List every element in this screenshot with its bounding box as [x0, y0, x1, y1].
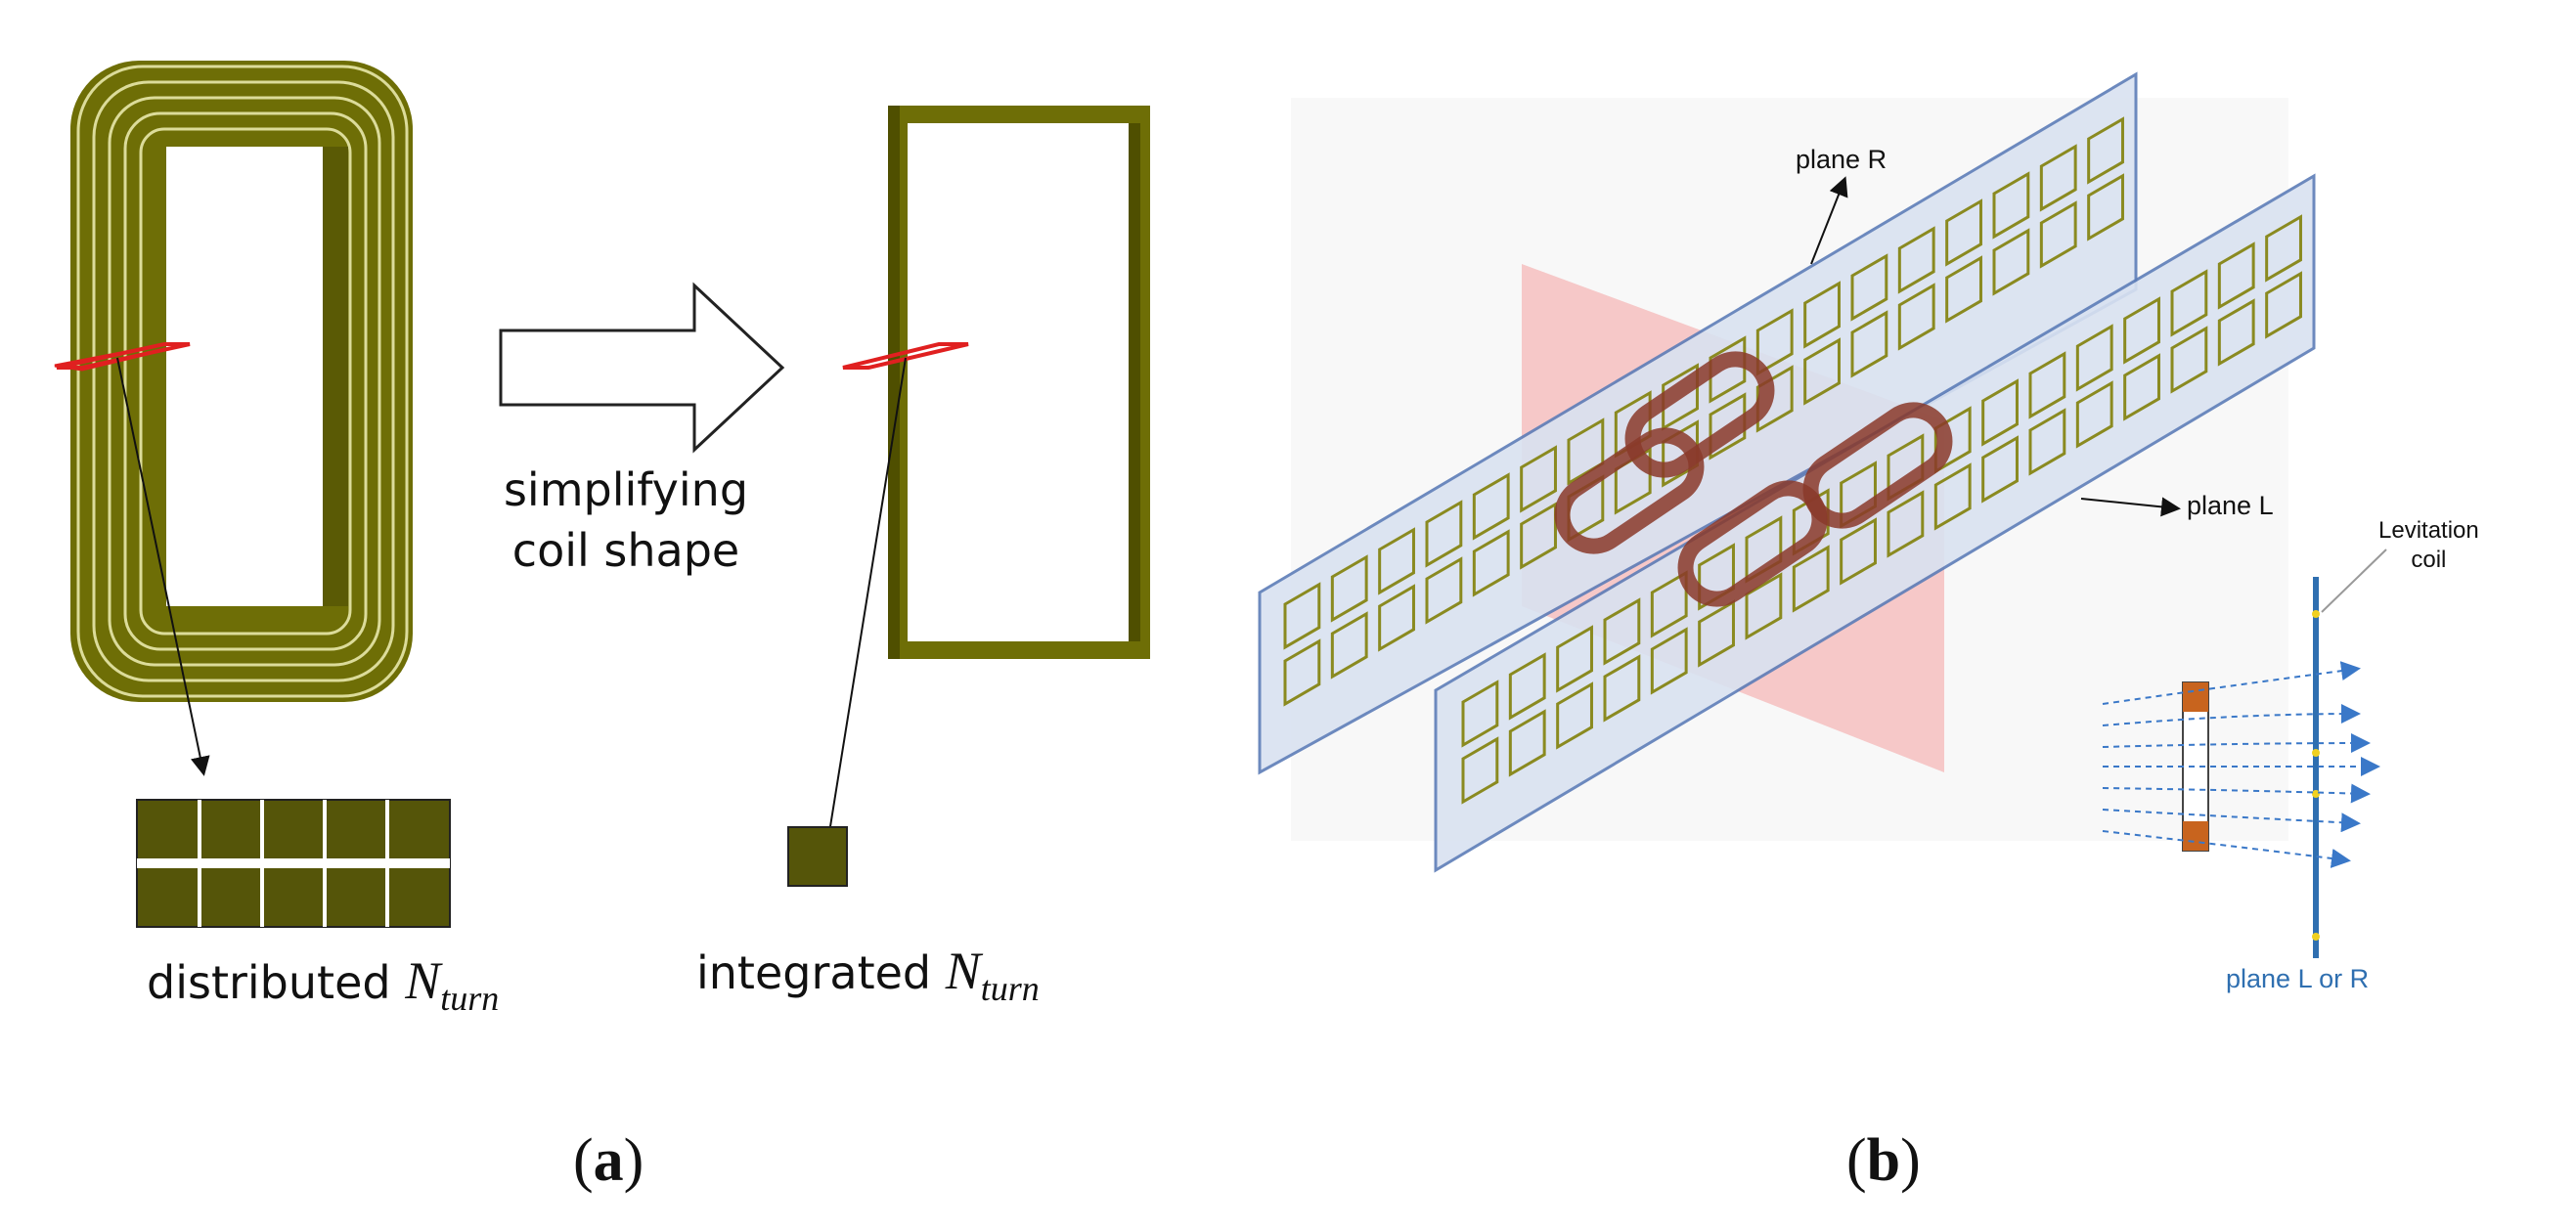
levitation-label-line1: Levitation [2378, 517, 2479, 544]
coil-slot [1508, 652, 1546, 721]
coil-slot [1792, 545, 1830, 613]
coil-slot [2028, 351, 2066, 419]
leader-line-a2 [820, 357, 907, 849]
coil-slot [1945, 198, 1982, 267]
coil-slot [1650, 570, 1688, 638]
levitation-label-line2: coil [2411, 547, 2447, 573]
coil-slot [1556, 625, 1593, 693]
coil-slot [1330, 611, 1368, 680]
plane-r-label: plane R [1796, 145, 1888, 174]
coil-slot [1803, 337, 1841, 406]
levitation-coil-label: Levitation coil [2378, 516, 2479, 575]
n-subscript-b: turn [980, 969, 1040, 1008]
coil-slot [1461, 680, 1499, 748]
coil-slot [1283, 582, 1321, 650]
coil-slot [2087, 116, 2124, 185]
coil-slot [1992, 171, 2030, 240]
arrow-caption-line2: coil shape [511, 524, 740, 577]
coil-slot [1981, 378, 2019, 447]
panel-letter-b: (b) [1846, 1127, 1921, 1194]
integrated-coil [888, 106, 1150, 659]
coil-slot [1520, 445, 1557, 513]
coil-slot [2265, 214, 2302, 283]
coil-slot [2217, 241, 2255, 310]
integrated-section-square [787, 826, 848, 887]
plane-l-leader [2080, 497, 2181, 517]
arrow-caption-line1: simplifying [503, 463, 749, 516]
coil-slot [1603, 654, 1641, 723]
coil-slot [2170, 269, 2208, 337]
coil-slot [2087, 173, 2124, 241]
label-integrated: integrated Nturn [696, 941, 1040, 1009]
coil-slot [1850, 310, 1888, 378]
coil-slot [1603, 597, 1641, 666]
coil-slot [2217, 298, 2255, 367]
plane-r-leader [1810, 176, 1848, 265]
coil-slot [1709, 335, 1747, 404]
coil-slot [1981, 435, 2019, 504]
levitation-inset [2102, 549, 2387, 958]
coil-slot [1472, 529, 1510, 597]
coil-slot [1378, 527, 1415, 595]
coil-slot [1897, 283, 1935, 351]
coil-slot [1461, 736, 1499, 805]
plane-l-or-r-label: plane L or R [2226, 964, 2370, 993]
leader-line-a1 [116, 357, 210, 776]
coil-slot [1803, 281, 1841, 349]
section-cut-a1b [54, 342, 189, 372]
coil-slot [2265, 271, 2302, 339]
coil-slot [1650, 627, 1688, 695]
coil-slot [2170, 326, 2208, 394]
coil-slot [2123, 353, 2160, 421]
arrow-right-icon [499, 282, 785, 454]
coil-slot [1897, 226, 1935, 294]
coil-slot [1330, 554, 1368, 623]
coil-slot [1992, 228, 2030, 296]
coil-slot [1933, 462, 1972, 531]
label-distributed-text: distributed [147, 956, 391, 1009]
coil-slot [1945, 255, 1982, 324]
coil-slot [1850, 253, 1888, 322]
coil-slot [2123, 296, 2160, 365]
coil-slot [1662, 363, 1699, 431]
label-integrated-text: integrated [696, 946, 932, 999]
distributed-section-grid [136, 799, 451, 928]
coil-slot [1425, 500, 1463, 568]
coil-slot [1840, 517, 1877, 586]
panel-letter-b-text: b [1866, 1127, 1901, 1194]
coil-slot [1378, 584, 1415, 652]
coil-slot [1556, 681, 1593, 750]
label-distributed: distributed Nturn [147, 950, 499, 1019]
n-symbol-b: N [945, 942, 981, 1000]
section-cut-a2 [842, 342, 969, 370]
coil-slot [1425, 556, 1463, 625]
coil-slot [2075, 380, 2113, 449]
coil-slot [1887, 490, 1925, 558]
coil-slot [1520, 502, 1557, 570]
magnet-icon [1554, 351, 1953, 607]
coil-slot [2028, 408, 2066, 476]
arrow-caption: simplifying coil shape [499, 460, 753, 581]
panel-letter-a: (a) [573, 1127, 644, 1194]
coil-slot [1745, 572, 1783, 640]
coil-slot [1472, 472, 1510, 541]
coil-slot [2039, 144, 2077, 212]
n-subscript-a: turn [440, 979, 500, 1018]
coil-slot [1698, 599, 1735, 668]
plane-l-label: plane L [2187, 491, 2274, 520]
coil-slot [1508, 709, 1546, 777]
coil-slot [2075, 324, 2113, 392]
panel-letter-a-text: a [593, 1127, 624, 1194]
coil-slot [1283, 638, 1321, 707]
coil-slot [2039, 200, 2077, 269]
n-symbol-a: N [405, 951, 441, 1010]
